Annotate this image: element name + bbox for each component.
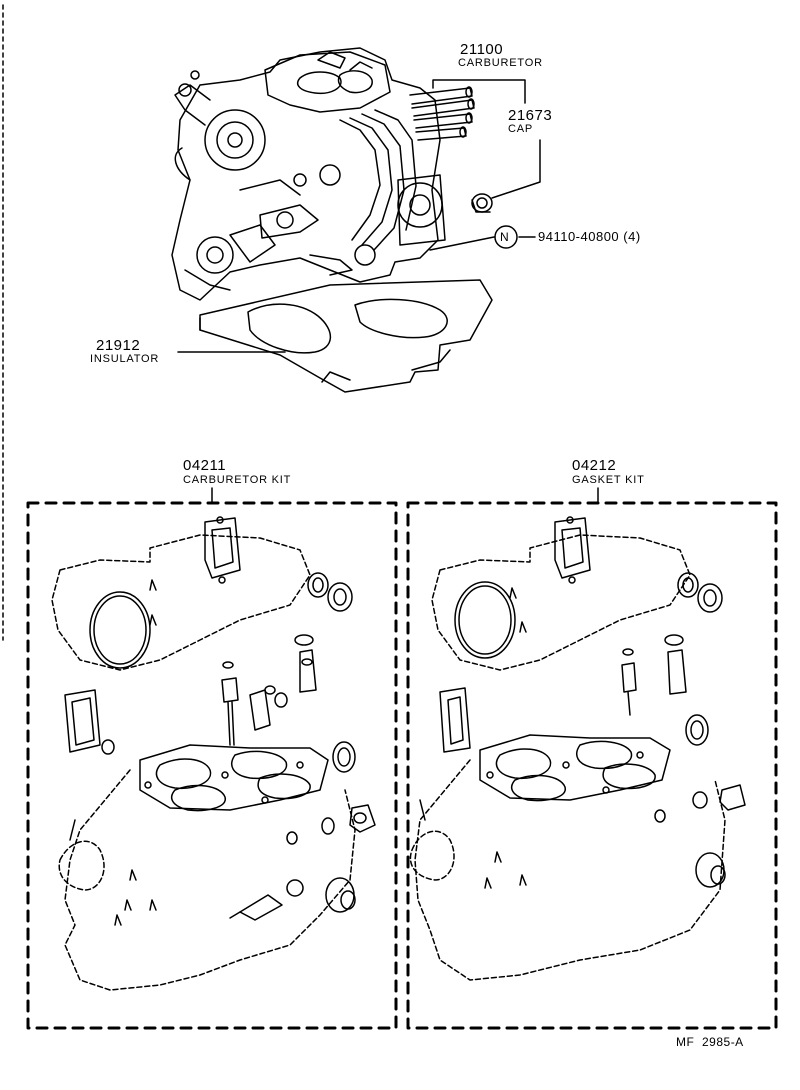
air-horn [264,51,391,113]
carburetor-kit-part-number: 04211 [183,457,227,474]
carburetor-kit-part-name: CARBURETOR KIT [183,474,292,486]
gasket-kit-part-number: 04212 [572,457,617,474]
insulator-bore-left [247,303,332,354]
leader-carburetor [432,79,526,104]
gasket-kit-box [406,501,778,1030]
gasket-flange [204,517,241,579]
insulator-bore-right [354,298,448,339]
cap-part-name: CAP [508,123,534,135]
nut-symbol: N [500,230,510,244]
figure-code: MF 2985-A [676,1035,744,1049]
gasket-kit-part-name: GASKET KIT [572,474,645,486]
cap-part-number: 21673 [508,107,553,124]
choke-housing [204,109,266,171]
insulator-plate [199,279,493,393]
insulator-part-number: 21912 [96,337,141,354]
nut-quantity: (4) [623,229,641,244]
carburetor-assembly-illustration [171,47,493,393]
o-ring-large [89,591,151,669]
nut-symbol-circle [494,225,518,249]
carburetor-kit-illustration [51,516,376,991]
nut-number-text: 94110-40800 [538,229,620,244]
cap-part [471,193,493,213]
gasket-kit-illustration [409,516,746,981]
nut-part-number: 94110-40800 (4) [538,230,641,243]
insulator-part-name: INSULATOR [90,353,160,365]
carburetor-kit-box [26,501,398,1030]
leader-nut [429,236,495,251]
leader-cap [491,139,541,199]
carburetor-part-number: 21100 [460,41,504,58]
carburetor-part-name: CARBURETOR [458,57,543,69]
